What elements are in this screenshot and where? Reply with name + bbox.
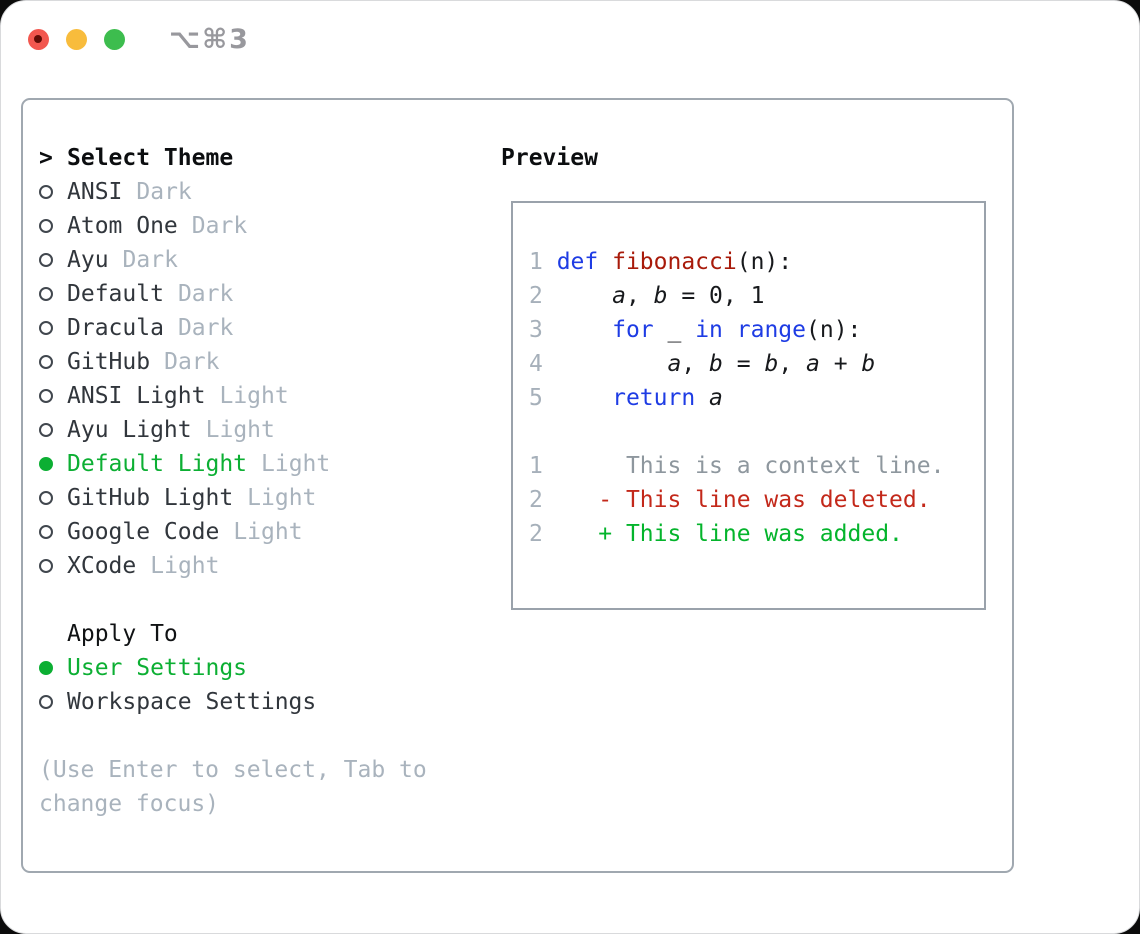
- theme-option-default-dark[interactable]: Default Dark: [39, 277, 501, 311]
- option-label: User Settings: [67, 655, 248, 681]
- variant-tag: Light: [247, 485, 317, 511]
- apply-option-workspace-settings[interactable]: Workspace Settings: [39, 685, 501, 719]
- radio-icon: [39, 525, 53, 539]
- variant-tag: Dark: [136, 179, 192, 205]
- zoom-button[interactable]: [104, 28, 125, 50]
- theme-list-header: > Select Theme: [39, 141, 501, 175]
- preview-section: Preview 1 def fibonacci(n): 2 a, b = 0, 1…: [501, 141, 1012, 871]
- variant-tag: Dark: [191, 213, 248, 239]
- apply-option-user-settings[interactable]: User Settings: [39, 651, 501, 685]
- settings-panel: > Select Theme ANSI Dark Atom One Dark A…: [21, 98, 1014, 873]
- theme-option-xcode-light[interactable]: XCode Light: [39, 549, 501, 583]
- option-label: GitHub: [67, 349, 151, 375]
- theme-option-github-dark[interactable]: GitHub Dark: [39, 345, 501, 379]
- radio-icon: [39, 321, 53, 335]
- option-label: Google Code: [67, 519, 220, 545]
- radio-icon: [39, 661, 53, 675]
- option-label: Ayu: [67, 247, 109, 273]
- theme-option-github-light-light[interactable]: GitHub Light Light: [39, 481, 501, 515]
- titlebar: ⌥⌘3: [1, 1, 1139, 77]
- variant-tag: Dark: [177, 281, 234, 307]
- theme-option-google-code-light[interactable]: Google Code Light: [39, 515, 501, 549]
- radio-icon: [39, 355, 53, 369]
- variant-tag: Light: [219, 383, 289, 409]
- variant-tag: Dark: [164, 349, 220, 375]
- code-line: 5 return a: [529, 385, 723, 411]
- theme-section: > Select Theme ANSI Dark Atom One Dark A…: [39, 141, 501, 871]
- window-shortcut-label: ⌥⌘3: [169, 23, 250, 55]
- theme-list-items: ANSI Dark Atom One Dark Ayu Dark Default…: [39, 175, 501, 583]
- focus-caret-icon: >: [39, 145, 53, 171]
- preview-pane: 1 def fibonacci(n): 2 a, b = 0, 1 3 for _ …: [511, 201, 986, 610]
- radio-icon: [39, 389, 53, 403]
- radio-icon: [39, 491, 53, 505]
- theme-option-default-light-light[interactable]: Default Light Light: [39, 447, 501, 481]
- code-line: 1 This is a context line.: [529, 453, 945, 479]
- code-line: 4 a, b = b, a + b: [529, 351, 876, 377]
- theme-option-ayu-dark[interactable]: Ayu Dark: [39, 243, 501, 277]
- option-label: XCode: [67, 553, 137, 579]
- close-button[interactable]: [28, 28, 49, 50]
- minimize-button[interactable]: [66, 28, 87, 50]
- theme-option-ansi-light-light[interactable]: ANSI Light Light: [39, 379, 501, 413]
- radio-icon: [39, 253, 53, 267]
- radio-icon: [39, 695, 53, 709]
- code-line: 1 def fibonacci(n):: [529, 249, 793, 275]
- traffic-lights: [28, 28, 125, 50]
- preview-header: Preview: [501, 141, 1012, 175]
- radio-icon: [39, 219, 53, 233]
- option-label: Default Light: [67, 451, 248, 477]
- radio-icon: [39, 287, 53, 301]
- theme-option-ansi-dark[interactable]: ANSI Dark: [39, 175, 501, 209]
- close-dot-icon: [34, 35, 42, 43]
- apply-to-title: Apply To: [67, 621, 178, 647]
- variant-tag: Light: [261, 451, 331, 477]
- keyboard-hint: (Use Enter to select, Tab to change focu…: [39, 757, 427, 817]
- theme-option-atom-one-dark[interactable]: Atom One Dark: [39, 209, 501, 243]
- option-label: Dracula: [67, 315, 164, 341]
- code-line: 2 a, b = 0, 1: [529, 283, 765, 309]
- apply-to-header: Apply To: [39, 617, 501, 651]
- apply-to-options: User Settings Workspace Settings: [39, 651, 501, 719]
- option-label: GitHub Light: [67, 485, 234, 511]
- preview-title: Preview: [501, 145, 598, 171]
- code-line: 2 - This line was deleted.: [529, 487, 931, 513]
- variant-tag: Light: [205, 417, 275, 443]
- variant-tag: Dark: [177, 315, 234, 341]
- variant-tag: Dark: [122, 247, 178, 273]
- option-label: Ayu Light: [67, 417, 192, 443]
- radio-icon: [39, 423, 53, 437]
- radio-icon: [39, 559, 53, 573]
- spacer: [39, 719, 501, 753]
- option-label: Atom One: [67, 213, 178, 239]
- code-line: 3 for _ in range(n):: [529, 317, 862, 343]
- theme-option-ayu-light-light[interactable]: Ayu Light Light: [39, 413, 501, 447]
- theme-option-dracula-dark[interactable]: Dracula Dark: [39, 311, 501, 345]
- option-label: ANSI Light: [67, 383, 206, 409]
- option-label: ANSI: [67, 179, 123, 205]
- option-label: Default: [67, 281, 164, 307]
- radio-icon: [39, 185, 53, 199]
- variant-tag: Light: [233, 519, 303, 545]
- option-label: Workspace Settings: [67, 689, 317, 715]
- code-line: [529, 415, 984, 449]
- radio-icon: [39, 457, 53, 471]
- variant-tag: Light: [150, 553, 220, 579]
- spacer: [39, 583, 501, 617]
- code-line: 2 + This line was added.: [529, 521, 903, 547]
- theme-list-title: Select Theme: [67, 145, 234, 171]
